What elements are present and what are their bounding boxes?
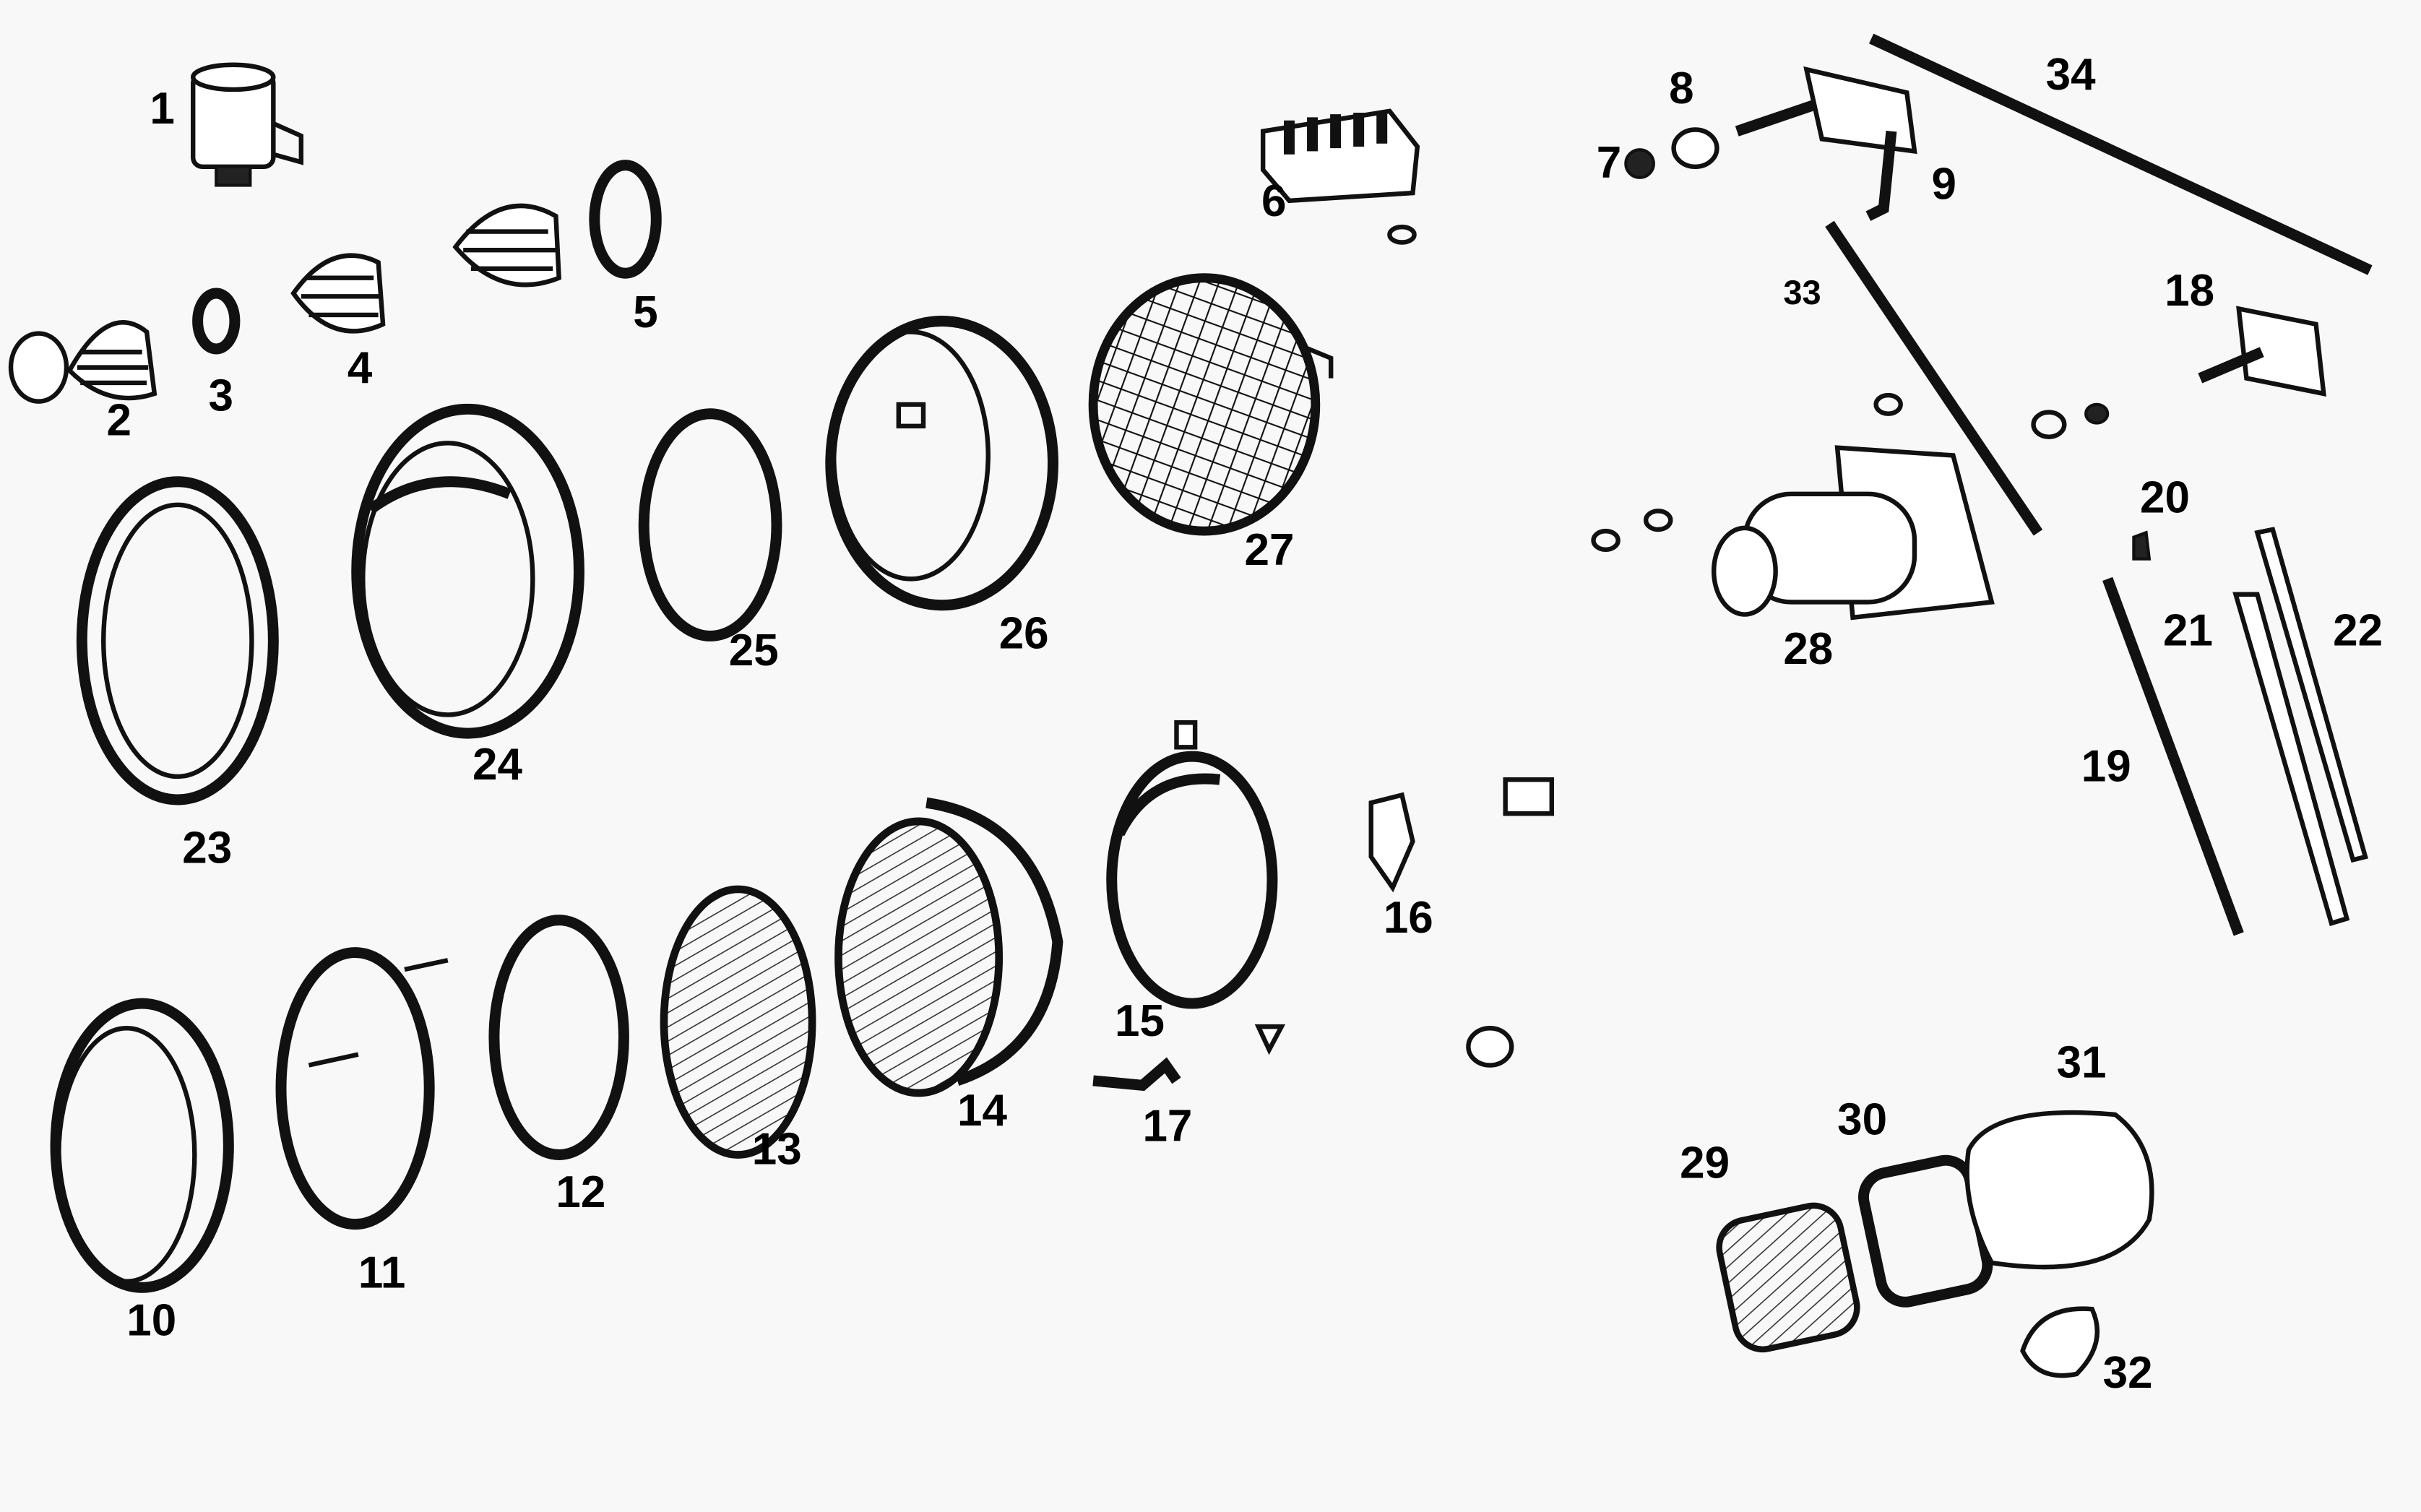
part-2-lamp-lens bbox=[8, 320, 157, 404]
part-24-headlamp-bowl bbox=[351, 403, 584, 739]
part-8-9-wiper-spindle bbox=[1624, 66, 1917, 221]
label-22: 22 bbox=[2333, 605, 2383, 655]
part-21-wiper-blade bbox=[2232, 592, 2350, 926]
part-22-wiper-blade bbox=[2254, 527, 2368, 863]
label-26: 26 bbox=[999, 609, 1049, 659]
part-32-cap bbox=[2020, 1306, 2100, 1378]
label-2: 2 bbox=[107, 396, 131, 446]
label-20: 20 bbox=[2140, 472, 2190, 522]
part-33-connecting-rod bbox=[1825, 220, 2043, 536]
label-17: 17 bbox=[1142, 1101, 1192, 1151]
part-25-sealing-ring bbox=[638, 408, 782, 641]
part-17-wire bbox=[1092, 1057, 1181, 1092]
part-15-headlamp-bucket bbox=[1106, 720, 1286, 1055]
part-16-bulb-holder bbox=[1368, 777, 1554, 1068]
label-7: 7 bbox=[1597, 138, 1621, 188]
label-4: 4 bbox=[348, 343, 373, 393]
part-12-seal-ring bbox=[488, 915, 629, 1160]
label-3: 3 bbox=[209, 371, 233, 420]
label-16: 16 bbox=[1384, 893, 1433, 943]
label-10: 10 bbox=[126, 1296, 176, 1346]
label-12: 12 bbox=[556, 1167, 605, 1217]
label-30: 30 bbox=[1837, 1095, 1887, 1145]
label-25: 25 bbox=[729, 626, 779, 675]
label-31: 31 bbox=[2057, 1038, 2107, 1088]
label-32: 32 bbox=[2103, 1348, 2153, 1398]
label-19: 19 bbox=[2081, 741, 2131, 791]
part-13-sealed-beam-lens bbox=[660, 885, 816, 1159]
part-29-lamp-lens bbox=[1716, 1202, 1860, 1353]
part-4b-lamp-housing bbox=[452, 203, 561, 288]
label-27: 27 bbox=[1245, 525, 1295, 575]
label-28: 28 bbox=[1783, 624, 1833, 674]
part-1-flasher-relay bbox=[190, 62, 303, 187]
part-28-wiper-motor bbox=[1591, 392, 2110, 621]
part-27-grille-cover bbox=[1088, 273, 1334, 536]
callout-labels: 1 2 3 4 5 6 7 8 9 10 11 12 13 14 15 16 1… bbox=[107, 50, 2383, 1398]
part-31-lamp-body bbox=[1964, 1110, 2154, 1270]
label-21: 21 bbox=[2163, 605, 2213, 655]
label-5: 5 bbox=[633, 288, 657, 337]
part-6-terminal-block bbox=[1260, 108, 1420, 245]
part-3-gasket bbox=[192, 288, 241, 355]
label-34: 34 bbox=[2046, 50, 2096, 100]
label-1: 1 bbox=[150, 84, 174, 134]
label-23: 23 bbox=[182, 824, 232, 873]
part-11-inner-rim bbox=[275, 947, 449, 1230]
part-5-ring bbox=[589, 160, 662, 279]
label-15: 15 bbox=[1115, 996, 1165, 1046]
label-8: 8 bbox=[1669, 64, 1693, 113]
label-33: 33 bbox=[1783, 273, 1821, 311]
label-11: 11 bbox=[358, 1248, 406, 1297]
label-29: 29 bbox=[1680, 1139, 1730, 1188]
part-18-spindle-assembly bbox=[2198, 306, 2326, 397]
part-23-headlamp-rim bbox=[76, 476, 279, 805]
part-10-outer-rim bbox=[50, 998, 234, 1293]
part-14-headlamp-unit bbox=[834, 797, 1063, 1097]
part-19-wiper-arm bbox=[2102, 576, 2244, 936]
part-26-headlamp-shell bbox=[825, 316, 1059, 611]
label-24: 24 bbox=[472, 740, 522, 790]
part-20-clip bbox=[2132, 530, 2152, 561]
part-4-lamp-housing bbox=[290, 253, 386, 334]
label-9: 9 bbox=[1931, 160, 1956, 209]
label-6: 6 bbox=[1261, 176, 1286, 226]
label-18: 18 bbox=[2165, 266, 2214, 316]
label-14: 14 bbox=[957, 1086, 1007, 1136]
part-34-wiper-link-rod bbox=[1868, 33, 2373, 275]
label-13: 13 bbox=[752, 1124, 802, 1174]
